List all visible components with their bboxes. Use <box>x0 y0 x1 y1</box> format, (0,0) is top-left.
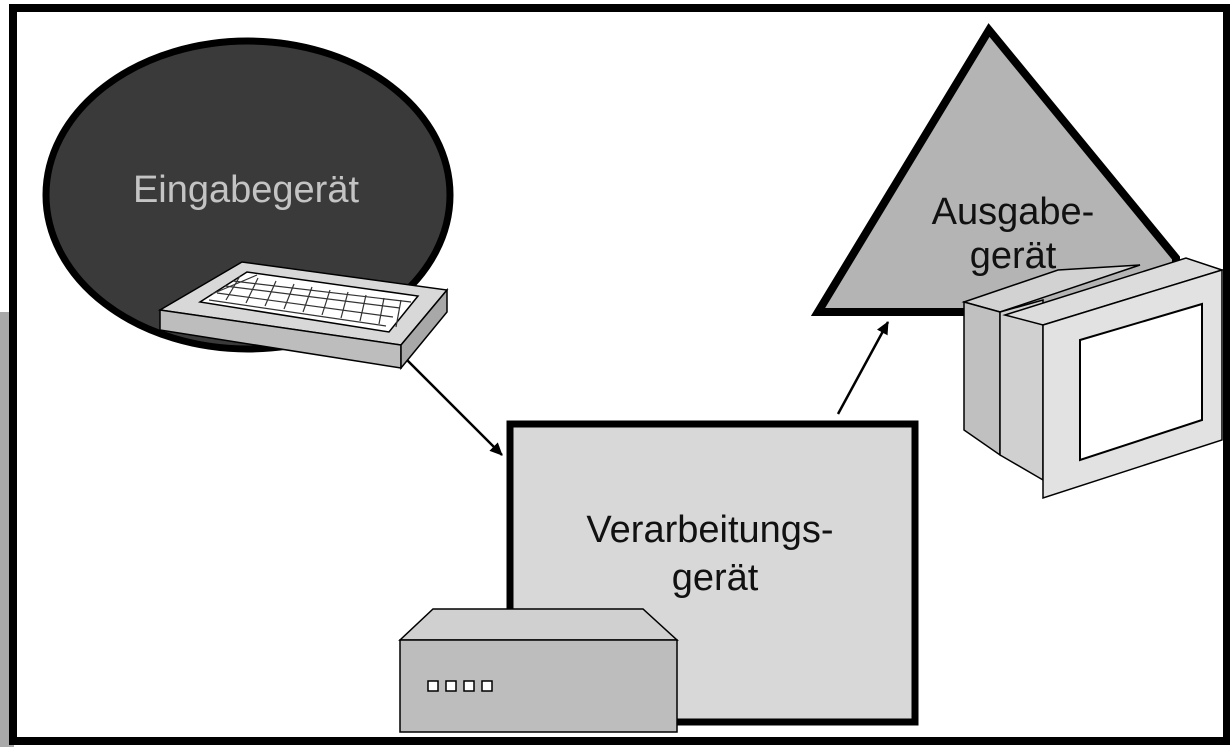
arrow-input-to-processing <box>406 359 503 456</box>
input-label: Eingabegerät <box>133 169 360 211</box>
output-label-line2: gerät <box>970 235 1057 277</box>
diagram-frame <box>9 4 1230 745</box>
input-device-node: Eingabegerät <box>42 37 454 353</box>
arrow-processing-to-output <box>836 321 890 415</box>
output-label-line1: Ausgabe- <box>932 191 1095 233</box>
keyboard-icon <box>157 261 449 371</box>
monitor-icon <box>961 257 1225 500</box>
processing-label-line2: gerät <box>672 557 759 599</box>
processing-label-line1: Verarbeitungs- <box>586 509 833 551</box>
input-ellipse <box>42 37 454 353</box>
desktop-computer-icon <box>398 608 679 733</box>
monitor-screen <box>1079 302 1203 462</box>
